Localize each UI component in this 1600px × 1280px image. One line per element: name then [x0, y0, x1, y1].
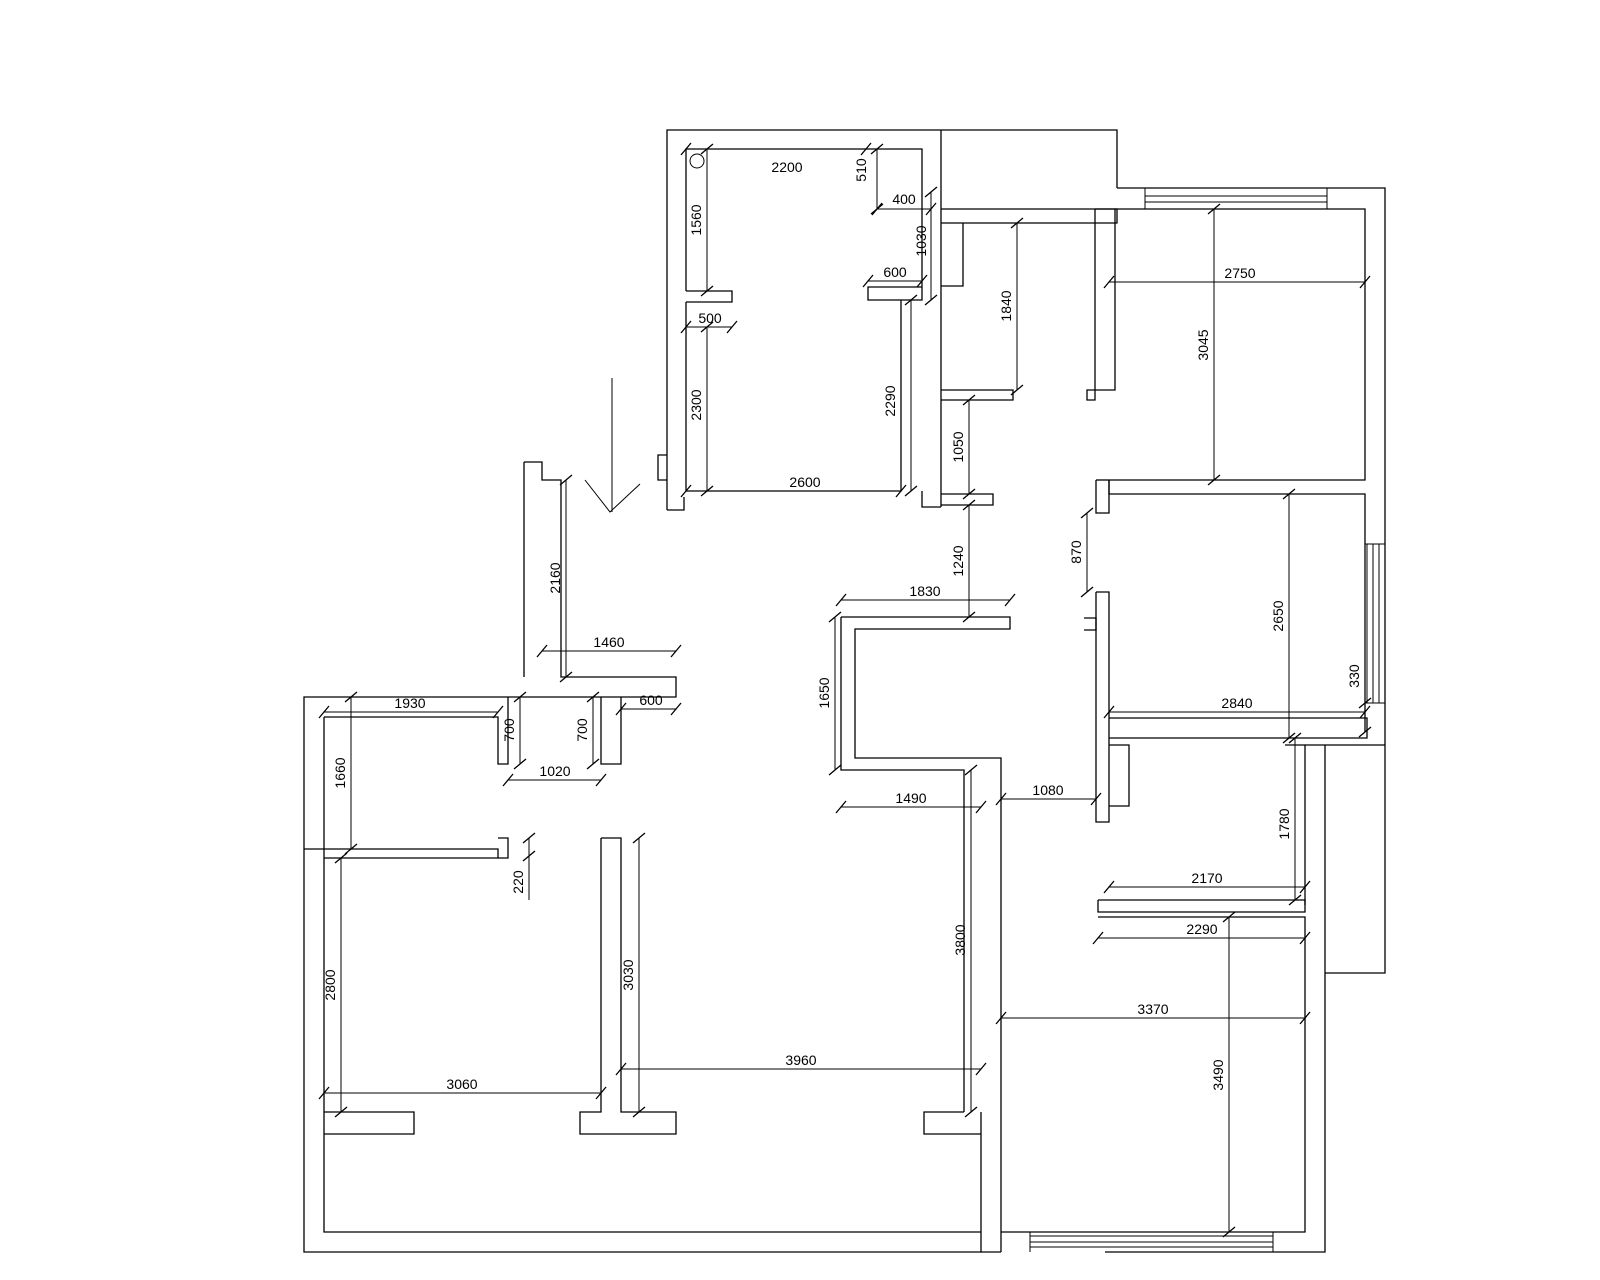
dim-label: 1650	[816, 677, 832, 708]
dim-label: 2600	[789, 474, 820, 490]
dim-label: 1780	[1276, 808, 1292, 839]
dim-label: 330	[1346, 664, 1362, 688]
dim-label: 510	[853, 158, 869, 182]
dim-label: 700	[501, 718, 517, 742]
dim-label: 1080	[1032, 782, 1063, 798]
dim-label: 2200	[771, 159, 802, 175]
dim-label: 3045	[1195, 329, 1211, 360]
dim-label: 2300	[688, 389, 704, 420]
dim-label: 1840	[998, 290, 1014, 321]
dim-label: 1830	[909, 583, 940, 599]
dim-label: 1240	[950, 545, 966, 576]
dim-label: 1020	[539, 763, 570, 779]
dimension-labels: 2200 510 400 1560 1030 600 500 1840 2750…	[322, 158, 1362, 1092]
dim-label: 3490	[1210, 1059, 1226, 1090]
dim-label: 3960	[785, 1052, 816, 1068]
dim-label: 1460	[593, 634, 624, 650]
dim-label: 3370	[1137, 1001, 1168, 1017]
dim-label: 3800	[952, 924, 968, 955]
dim-label: 2840	[1221, 695, 1252, 711]
windows	[1029, 187, 1385, 1252]
dimension-lines	[318, 142, 1372, 1238]
dim-label: 500	[698, 310, 722, 326]
dim-label: 2290	[1186, 921, 1217, 937]
dim-label: 1030	[913, 225, 929, 256]
dim-label: 870	[1068, 540, 1084, 564]
dim-label: 2290	[882, 385, 898, 416]
dim-label: 1050	[950, 431, 966, 462]
entrance-arrow	[584, 378, 641, 513]
dim-label: 600	[639, 692, 663, 708]
dim-label: 2750	[1224, 265, 1255, 281]
dim-label: 700	[574, 718, 590, 742]
dim-label: 2800	[322, 969, 338, 1000]
dim-label: 1490	[895, 790, 926, 806]
dim-label: 1560	[688, 204, 704, 235]
dim-label: 2160	[547, 562, 563, 593]
drain-symbol	[689, 153, 705, 169]
dim-label: 3030	[620, 959, 636, 990]
dim-label: 3060	[446, 1076, 477, 1092]
walls	[303, 129, 1386, 1253]
dim-label: 1660	[332, 757, 348, 788]
dim-label: 400	[892, 191, 916, 207]
dim-label: 2650	[1270, 600, 1286, 631]
dim-label: 2170	[1191, 870, 1222, 886]
dim-label: 220	[510, 870, 526, 894]
dim-label: 1930	[394, 695, 425, 711]
dim-label: 600	[883, 264, 907, 280]
